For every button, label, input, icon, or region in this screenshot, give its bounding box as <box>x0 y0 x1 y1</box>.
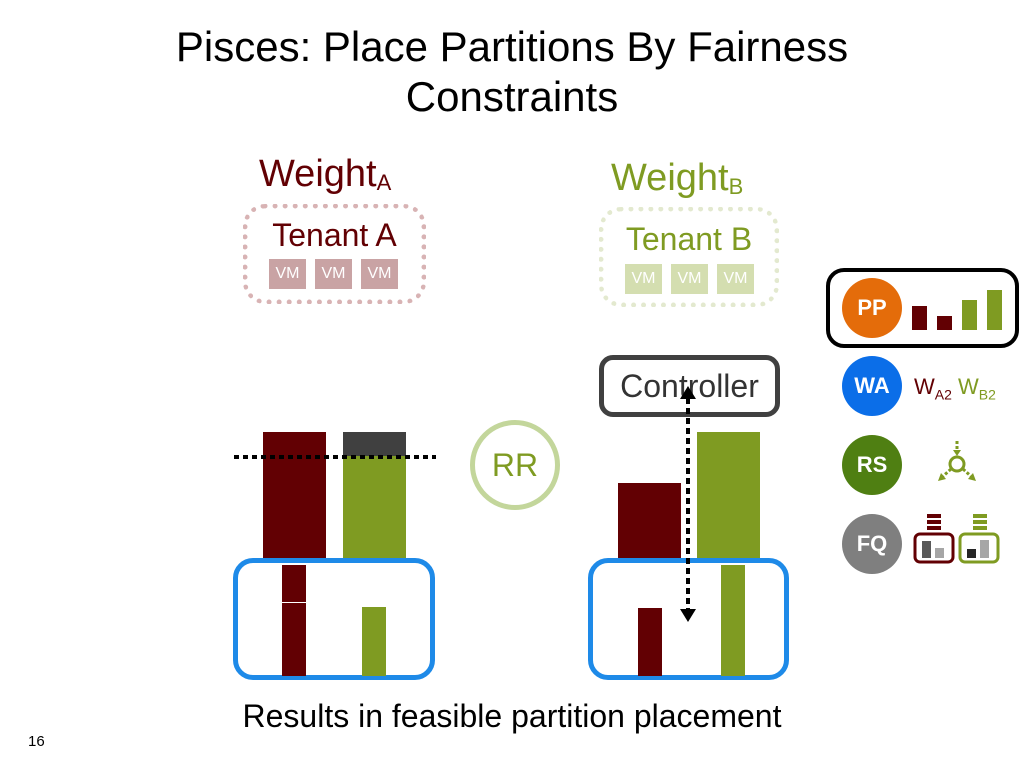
wa-weight-a-sub: A2 <box>934 386 952 403</box>
tenant-a-box: Tenant A VM VM VM <box>243 204 426 304</box>
left-demand-bar-excess <box>343 432 406 456</box>
left-partition-bar-a-bottom <box>282 603 306 676</box>
pp-bar-2 <box>937 316 952 330</box>
weight-b-label: WeightB <box>611 156 743 209</box>
tenant-b-box: Tenant B VM VM VM <box>599 207 779 307</box>
pp-highlight-box <box>826 268 1019 348</box>
double-arrow-icon <box>680 386 696 622</box>
tenant-a-vm: VM <box>361 259 398 289</box>
weight-a-subscript: A <box>376 170 392 195</box>
pp-bar-1 <box>912 306 927 330</box>
fair-queue-icon <box>913 514 1000 564</box>
wa-circle: WA <box>842 356 902 416</box>
rs-circle: RS <box>842 435 902 495</box>
wa-weight-a-text: W <box>914 374 935 399</box>
tenant-a-vm: VM <box>269 259 306 289</box>
right-demand-bar-a <box>618 483 681 558</box>
page-number: 16 <box>28 733 45 750</box>
rr-circle: RR <box>470 420 560 510</box>
weight-a-label: WeightA <box>259 152 391 205</box>
title-line-1: Pisces: Place Partitions By Fairness <box>175 23 849 70</box>
tenant-b-label: Tenant B <box>625 221 753 257</box>
pp-circle: PP <box>842 278 902 338</box>
wa-weight-b-text: W <box>958 374 979 399</box>
pp-bar-3 <box>962 300 977 330</box>
left-partition-bar-b <box>362 607 386 676</box>
tenant-a-label: Tenant A <box>272 217 397 253</box>
left-demand-bar-b <box>343 456 406 558</box>
weight-b-text: Weight <box>611 157 729 199</box>
left-demand-bar-a <box>263 432 326 558</box>
weight-b-subscript: B <box>728 174 744 199</box>
fairness-threshold-line <box>234 455 436 459</box>
controller-box: Controller <box>599 355 780 417</box>
wa-weight-b-sub: B2 <box>978 386 996 403</box>
right-partition-bar-a <box>638 608 662 676</box>
title-line-2: Constraints <box>405 73 619 120</box>
wa-weights-label: WA2 WB2 <box>914 374 996 402</box>
left-placement-box <box>233 558 435 680</box>
right-partition-bar-b <box>721 565 745 676</box>
left-partition-bar-a-top <box>282 565 306 602</box>
slide-title: Pisces: Place Partitions By Fairness Con… <box>0 22 1024 122</box>
tenant-b-vm: VM <box>717 264 754 294</box>
footer-caption: Results in feasible partition placement <box>242 698 782 734</box>
pp-bar-4 <box>987 290 1002 330</box>
weight-a-text: Weight <box>259 153 377 195</box>
tenant-b-vm: VM <box>671 264 708 294</box>
tenant-a-vm: VM <box>315 259 352 289</box>
replica-selection-icon <box>938 441 976 481</box>
right-demand-bar-b <box>697 432 760 558</box>
tenant-b-vm: VM <box>625 264 662 294</box>
fq-circle: FQ <box>842 514 902 574</box>
